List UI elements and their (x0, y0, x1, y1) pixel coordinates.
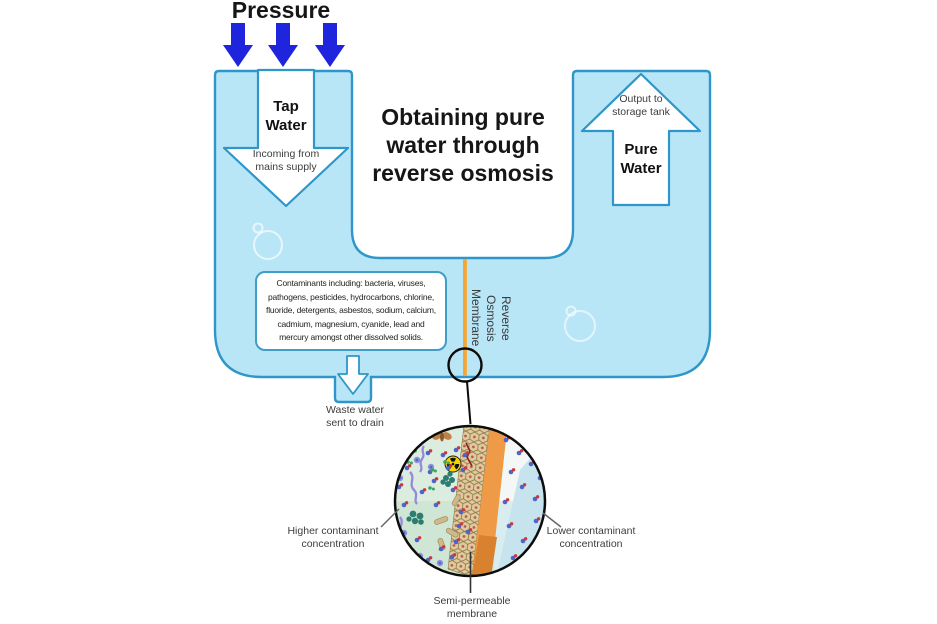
pure-water-sublabel: Output to storage tank (612, 93, 670, 118)
pointer-line-higher (380, 508, 400, 528)
contaminants-text: Contaminants including: bacteria, viruse… (266, 278, 436, 343)
magnifier-circle-icon (447, 347, 483, 383)
bubble-icon (252, 222, 283, 260)
waste-water-arrow-icon (337, 355, 369, 395)
moth-contaminant-icon (432, 432, 452, 442)
pointer-line-lower (542, 512, 562, 528)
higher-concentration-label: Higher contaminant concentration (287, 525, 379, 550)
pure-water-arrow-icon (580, 72, 702, 207)
diagram-title: Obtaining pure water through reverse osm… (372, 104, 554, 186)
lower-concentration-label: Lower contaminant concentration (546, 525, 636, 550)
magnifier-link-line (466, 381, 472, 425)
reverse-osmosis-membrane-label: Reverse Osmosis Membrane (469, 289, 513, 347)
tap-water-sublabel: Incoming from mains supply (252, 148, 320, 173)
semi-permeable-membrane-label: Semi-permeable membrane (433, 595, 511, 620)
pressure-arrows-icon (223, 23, 345, 67)
contaminants-callout: Contaminants including: bacteria, viruse… (255, 271, 447, 351)
tap-water-arrow-icon (222, 68, 350, 208)
bubble-icon (564, 305, 596, 342)
tap-water-label: Tap Water (265, 98, 307, 134)
pressure-label: Pressure (231, 0, 331, 23)
membrane-line (463, 259, 467, 376)
waste-water-label: Waste water sent to drain (326, 404, 384, 429)
pure-water-label: Pure Water (620, 141, 662, 177)
bacteria-colony-icon (406, 471, 455, 525)
